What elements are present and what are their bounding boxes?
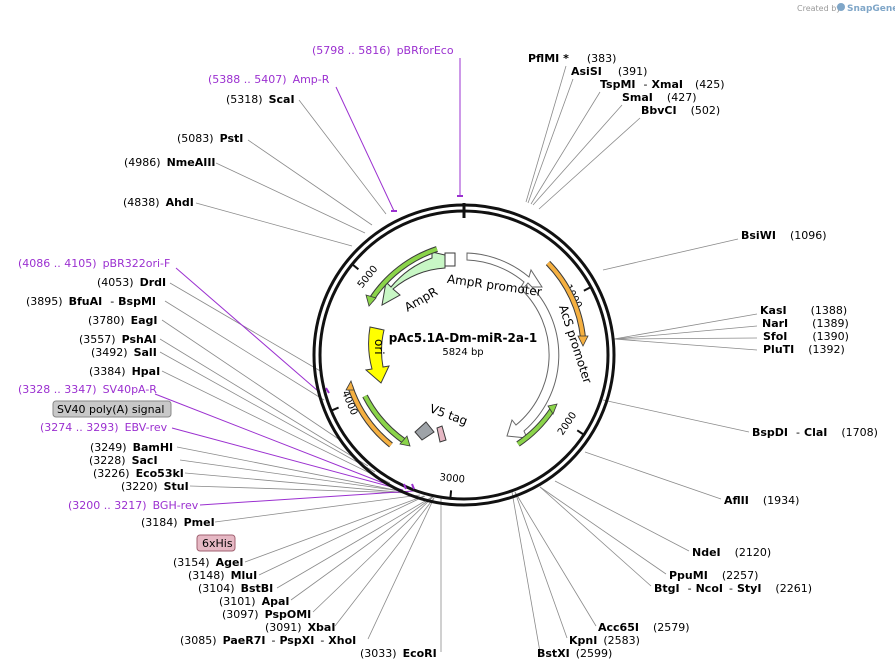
ampr-promoter-arrow[interactable] xyxy=(466,252,543,288)
tick-mark xyxy=(583,286,592,292)
primer-lines xyxy=(154,58,461,506)
site-stui[interactable]: (3220)StuI xyxy=(121,480,189,493)
leader-lines xyxy=(159,65,758,653)
his-tag-label: 6xHis xyxy=(202,537,233,550)
site-nmeaiii[interactable]: (4986)NmeAIII xyxy=(124,156,216,169)
site-sali[interactable]: (3492)SalI xyxy=(91,346,157,359)
site-bbvci[interactable]: BbvCI(502) xyxy=(641,104,720,117)
outer-orange-arc-right xyxy=(546,261,585,339)
site-kpni[interactable]: KpnI(2583) xyxy=(569,634,640,647)
site-apai[interactable]: (3101)ApaI xyxy=(219,595,289,608)
sv40-tag-box[interactable] xyxy=(52,400,172,418)
site-nari[interactable]: NarI(1389) xyxy=(762,317,849,330)
site-pshai[interactable]: (3557)PshAI xyxy=(79,333,156,346)
acs-promoter-label: AcS promoter xyxy=(556,303,595,385)
outer-green-arc-left xyxy=(369,247,438,302)
tick-label: 5000 xyxy=(356,264,381,291)
site-bspdi[interactable]: BspDI-ClaI(1708) xyxy=(752,426,878,439)
tick-label: 3000 xyxy=(439,472,465,485)
site-pflmi[interactable]: PflMI *(383) xyxy=(528,52,616,65)
tick-mark xyxy=(351,263,360,271)
primer-bgh-rev[interactable]: (3200 .. 3217)BGH-rev xyxy=(68,499,199,512)
ampr-arrow[interactable] xyxy=(381,251,446,306)
site-pluti[interactable]: PluTI(1392) xyxy=(763,343,845,356)
outer-orange-arc-left xyxy=(348,385,393,447)
primer-pbrforeco[interactable]: (5798 .. 5816)pBRforEco xyxy=(312,44,454,57)
his-tag-chip[interactable] xyxy=(196,534,236,552)
site-xbai[interactable]: (3091)XbaI xyxy=(265,621,335,634)
plasmid-size: 5824 bp xyxy=(442,347,483,358)
plasmid-name: pAc5.1A-Dm-miR-2a-1 xyxy=(389,331,538,345)
restriction-sites: PflMI *(383) AsiSI(391) TspMI-XmaI(425) … xyxy=(26,52,878,660)
ampr-label: AmpR xyxy=(402,284,440,314)
site-pspomi[interactable]: (3097)PspOMI xyxy=(222,608,311,621)
credit-prefix: Created by xyxy=(797,4,841,13)
his-tag-box[interactable] xyxy=(436,425,447,443)
site-tspmi[interactable]: TspMI-XmaI(425) xyxy=(600,78,725,91)
site-scai[interactable]: (5318)ScaI xyxy=(226,93,295,106)
site-mlui[interactable]: (3148)MluI xyxy=(188,569,257,582)
site-hpai[interactable]: (3384)HpaI xyxy=(89,365,160,378)
outer-green-arc-right xyxy=(516,408,554,446)
site-bstxi[interactable]: BstXI(2599) xyxy=(537,647,612,660)
primer-sv40pa-r[interactable]: (3328 .. 3347)SV40pA-R xyxy=(18,383,157,396)
site-ndei[interactable]: NdeI(2120) xyxy=(692,546,771,559)
ori-label: ori xyxy=(372,339,386,355)
v5-tag-box[interactable] xyxy=(414,421,435,441)
primer-ebv-rev[interactable]: (3274 .. 3293)EBV-rev xyxy=(40,421,168,434)
site-psti[interactable]: (5083)PstI xyxy=(177,132,243,145)
primer-ampr-r[interactable]: (5388 .. 5407)Amp-R xyxy=(208,73,330,86)
tick-mark xyxy=(330,406,339,412)
site-ppumi[interactable]: PpuMI(2257) xyxy=(669,569,758,582)
site-paer7i[interactable]: (3085)PaeR7I-PspXI-XhoI xyxy=(180,634,356,647)
site-aflii[interactable]: AflII(1934) xyxy=(724,494,799,507)
site-drdi[interactable]: (4053)DrdI xyxy=(97,276,166,289)
v5-tag-label: V5 tag xyxy=(428,402,470,429)
ori-arrow[interactable] xyxy=(364,326,390,384)
site-saci[interactable]: (3228)SacI xyxy=(89,454,158,467)
ampr-promoter-stub xyxy=(444,252,456,267)
outer-green-arc-lower xyxy=(363,395,406,443)
site-bamhi[interactable]: (3249)BamHI xyxy=(90,441,173,454)
primer-pbr322ori-f[interactable]: (4086 .. 4105)pBR322ori-F xyxy=(18,257,170,270)
primer-labels: (5798 .. 5816)pBRforEco (5388 .. 5407)Am… xyxy=(18,44,454,512)
site-btgi[interactable]: BtgI-NcoI-StyI(2261) xyxy=(654,582,812,595)
site-asisi[interactable]: AsiSI(391) xyxy=(571,65,647,78)
site-bfuai[interactable]: (3895)BfuAI-BspMI xyxy=(26,295,156,308)
feature-arcs xyxy=(345,246,589,448)
site-pmei[interactable]: (3184)PmeI xyxy=(141,516,215,529)
credit-brand: SnapGene xyxy=(847,4,895,14)
site-eagi[interactable]: (3780)EagI xyxy=(88,314,157,327)
primer-marks xyxy=(325,195,463,490)
site-kasi[interactable]: KasI(1388) xyxy=(760,304,847,317)
sv40-tag-label: SV40 poly(A) signal xyxy=(57,403,164,416)
tick-label: 2000 xyxy=(556,410,579,437)
tick-mark xyxy=(576,429,585,436)
credit: Created by SnapGene xyxy=(797,3,895,14)
site-ahdi[interactable]: (4838)AhdI xyxy=(123,196,194,209)
site-smai[interactable]: SmaI(427) xyxy=(622,91,697,104)
site-acc65i[interactable]: Acc65I(2579) xyxy=(598,621,690,634)
site-agei[interactable]: (3154)AgeI xyxy=(173,556,244,569)
site-bstbi[interactable]: (3104)BstBI xyxy=(198,582,273,595)
site-ecori[interactable]: (3033)EcoRI xyxy=(360,647,437,660)
site-sfoi[interactable]: SfoI(1390) xyxy=(763,330,849,343)
acs-promoter-arrow[interactable] xyxy=(506,282,560,439)
site-eco53ki[interactable]: (3226)Eco53kI xyxy=(93,467,184,480)
site-bsiwi[interactable]: BsiWI(1096) xyxy=(741,229,827,242)
snapgene-logo-icon xyxy=(837,3,845,11)
tick-mark xyxy=(449,490,453,499)
